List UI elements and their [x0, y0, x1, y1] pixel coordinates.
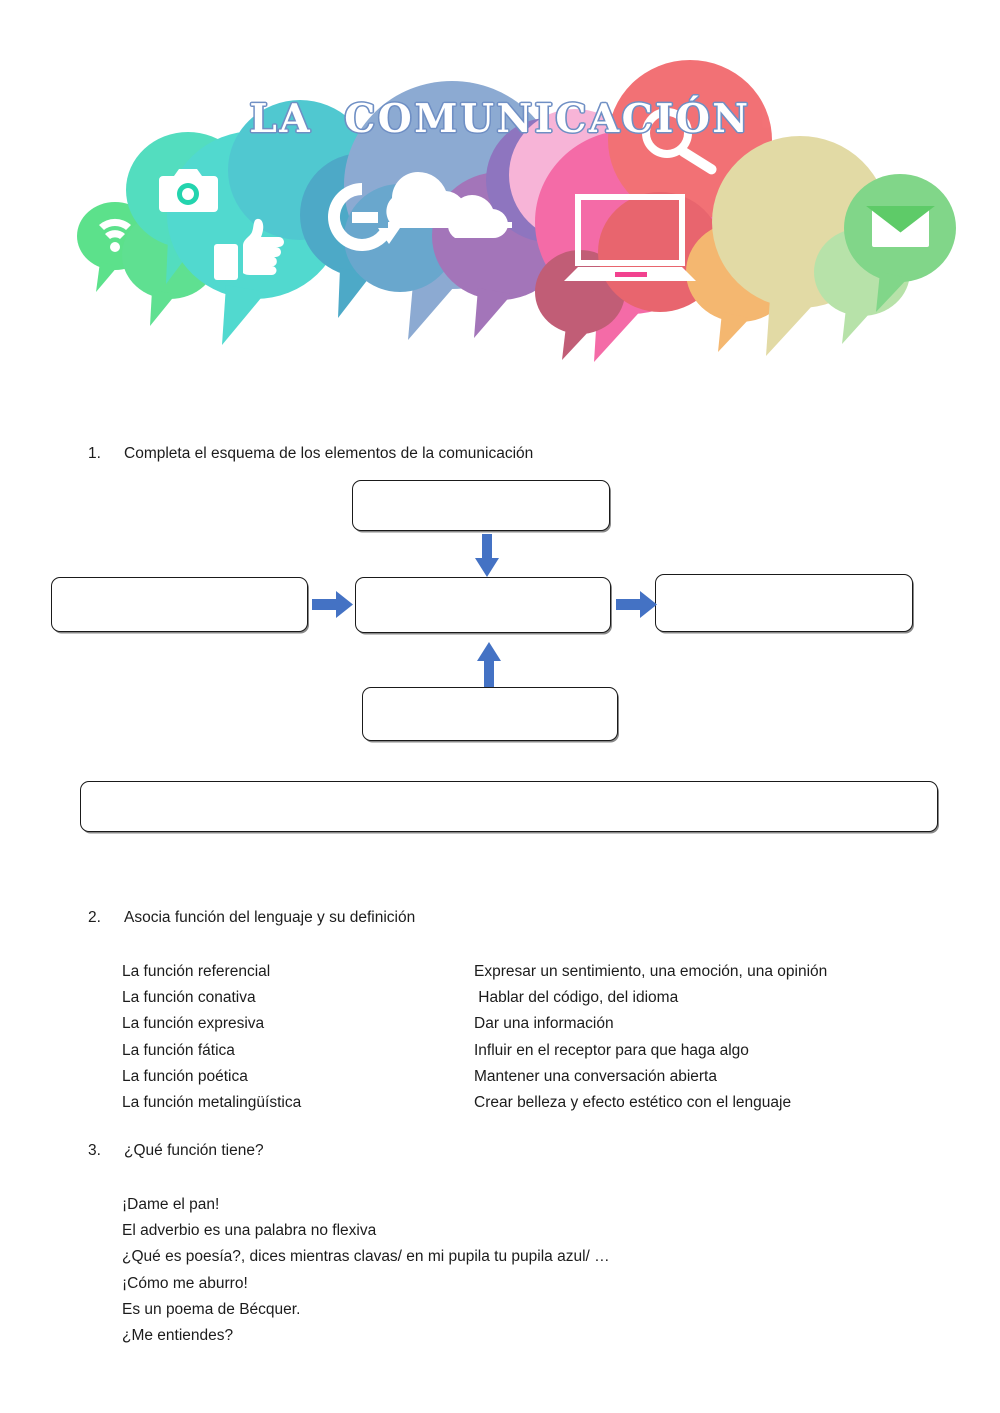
exercise-3-text: ¿Qué función tiene?	[124, 1142, 264, 1159]
exercise-3-item[interactable]: Es un poema de Bécquer.	[122, 1300, 301, 1318]
matching-right-item[interactable]: Mantener una conversación abierta	[474, 1067, 717, 1085]
matching-left-item[interactable]: La función fática	[122, 1041, 235, 1059]
magnifier-icon	[642, 108, 717, 175]
exercise-3-number: 3.	[88, 1142, 101, 1159]
arrow-right-center-to-right	[616, 589, 658, 625]
matching-right-item[interactable]: Crear belleza y efecto estético con el l…	[474, 1094, 792, 1112]
camera-icon	[159, 169, 218, 212]
arrow-down-to-center	[472, 534, 502, 583]
cloud-icon	[386, 171, 512, 239]
refresh-g-icon	[328, 183, 400, 251]
laptop-icon	[564, 194, 696, 281]
thumbs-up-icon	[214, 218, 284, 280]
envelope-icon	[866, 206, 935, 247]
wifi-icon	[99, 218, 131, 252]
exercise-1-text: Completa el esquema de los elementos de …	[124, 445, 534, 462]
matching-left-item[interactable]: La función poética	[122, 1067, 248, 1085]
matching-left-column: La función referencial La función conati…	[122, 959, 301, 1116]
matching-left-item[interactable]: La función metalingüística	[122, 1094, 302, 1112]
arrow-right-left-to-center	[312, 589, 354, 625]
exercise-1-prompt: 1. Completa el esquema de los elementos …	[88, 444, 533, 465]
matching-right-column: Expresar un sentimiento, una emoción, un…	[474, 959, 827, 1116]
exercise-3-items: ¡Dame el pan! El adverbio es una palabra…	[122, 1192, 610, 1349]
exercise-3-item[interactable]: ¡Cómo me aburro!	[122, 1274, 248, 1292]
diagram-box-left[interactable]	[51, 577, 308, 632]
diagram-box-top[interactable]	[352, 480, 610, 531]
exercise-3-prompt: 3. ¿Qué función tiene?	[88, 1141, 264, 1162]
diagram-box-wide[interactable]	[80, 781, 938, 832]
matching-left-item[interactable]: La función conativa	[122, 989, 256, 1007]
exercise-1-number: 1.	[88, 445, 101, 462]
exercise-3-item[interactable]: ¡Dame el pan!	[122, 1196, 220, 1213]
matching-right-item[interactable]: Dar una información	[474, 1015, 614, 1033]
matching-right-item[interactable]: Influir en el receptor para que haga alg…	[474, 1041, 749, 1059]
header-banner: LA COMUNICACIÓN	[0, 0, 1000, 390]
diagram-box-bottom[interactable]	[362, 687, 618, 741]
matching-left-item[interactable]: La función expresiva	[122, 1015, 265, 1033]
arrow-up-bottom-to-center	[474, 642, 504, 692]
diagram-box-center[interactable]	[355, 577, 611, 633]
matching-right-item[interactable]: Expresar un sentimiento, una emoción, un…	[474, 963, 828, 980]
matching-left-item[interactable]: La función referencial	[122, 963, 271, 980]
exercise-2-number: 2.	[88, 909, 101, 926]
exercise-3-item[interactable]: El adverbio es una palabra no flexiva	[122, 1222, 377, 1240]
exercise-3-item[interactable]: ¿Me entiendes?	[122, 1327, 234, 1345]
diagram-box-right[interactable]	[655, 574, 913, 632]
exercise-3-item[interactable]: ¿Qué es poesía?, dices mientras clavas/ …	[122, 1248, 610, 1266]
exercise-2-text: Asocia función del lenguaje y su definic…	[124, 909, 416, 926]
exercise-2-prompt: 2. Asocia función del lenguaje y su defi…	[88, 908, 415, 929]
matching-right-item[interactable]: Hablar del código, del idioma	[474, 989, 679, 1007]
